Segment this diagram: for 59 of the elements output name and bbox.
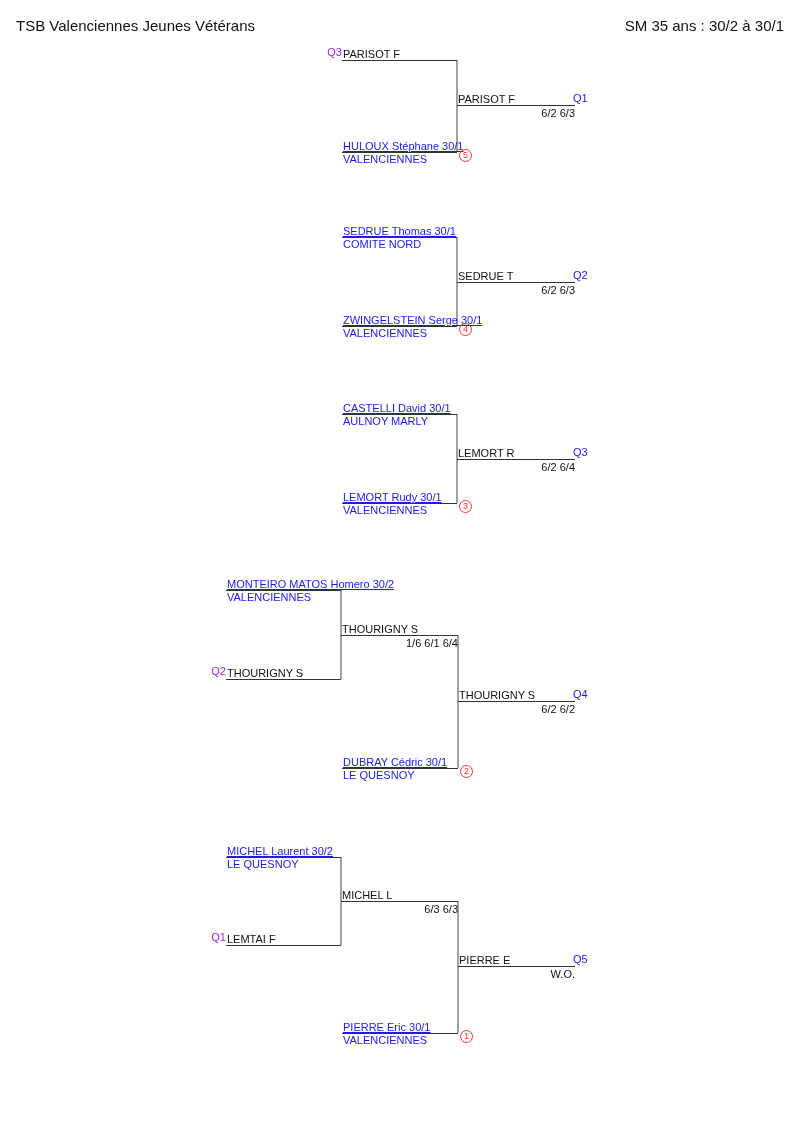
player-name-link: CASTELLI David 30/1 <box>343 402 451 414</box>
bracket-line <box>456 281 458 327</box>
qualifier-tag: Q5 <box>573 953 588 965</box>
player-name: MICHEL L <box>342 889 393 901</box>
qualifier-tag: Q1 <box>211 931 226 943</box>
player-name: SEDRUE T <box>458 270 514 282</box>
player-name: THOURIGNY S <box>227 667 304 679</box>
club-name: VALENCIENNES <box>343 327 428 339</box>
match-score: W.O. <box>550 968 575 980</box>
bracket-line <box>457 634 459 702</box>
player-name-link: HULOUX Stéphane 30/1 <box>343 140 464 152</box>
qualifier-tag: Q3 <box>573 446 588 458</box>
player-name-link: SEDRUE Thomas 30/1 <box>343 225 456 237</box>
player-name: THOURIGNY S <box>459 689 536 701</box>
match-score: 1/6 6/1 6/4 <box>406 637 458 649</box>
player-name-link: ZWINGELSTEIN Serge 30/1 <box>343 314 483 326</box>
category-heading: SM 35 ans : 30/2 à 30/1 <box>624 17 784 35</box>
bracket-line <box>457 700 459 769</box>
club-name: VALENCIENNES <box>343 504 428 516</box>
match-score: 6/2 6/3 <box>541 284 575 296</box>
bracket-line <box>456 59 458 106</box>
match-score: 6/3 6/3 <box>424 903 458 915</box>
player-name: LEMORT R <box>458 447 515 459</box>
bracket-line <box>340 589 342 636</box>
bracket-line <box>456 236 458 283</box>
player-name-link: PIERRE Eric 30/1 <box>343 1021 431 1033</box>
bracket-line <box>340 900 342 946</box>
club-name: LE QUESNOY <box>343 769 415 781</box>
player-name: LEMTAI F <box>227 933 276 945</box>
match-score: 6/2 6/3 <box>541 107 575 119</box>
player-name: PARISOT F <box>343 48 401 60</box>
player-name-link: MONTEIRO MATOS Homero 30/2 <box>227 578 395 590</box>
bracket-line <box>457 965 459 1034</box>
player-name-link: LEMORT Rudy 30/1 <box>343 491 442 503</box>
club-name: AULNOY MARLY <box>343 415 429 427</box>
match-score: 6/2 6/2 <box>541 703 575 715</box>
bracket-line <box>456 104 458 153</box>
qualifier-tag: Q2 <box>211 665 226 677</box>
match-score: 6/2 6/4 <box>541 461 575 473</box>
player-name: PARISOT F <box>458 93 516 105</box>
bracket-line <box>456 413 458 460</box>
player-name-link: MICHEL Laurent 30/2 <box>227 845 333 857</box>
club-name: VALENCIENNES <box>343 153 428 165</box>
bracket-line <box>456 458 458 504</box>
club-name: VALENCIENNES <box>227 591 312 603</box>
club-name: COMITE NORD <box>343 238 422 250</box>
bracket-line <box>340 856 342 902</box>
bracket-line <box>457 900 459 967</box>
player-name: PIERRE E <box>459 954 511 966</box>
qualifier-tag: Q1 <box>573 92 588 104</box>
club-name: VALENCIENNES <box>343 1034 428 1046</box>
player-name: THOURIGNY S <box>342 623 419 635</box>
qualifier-tag: Q4 <box>573 688 588 700</box>
bracket-line <box>340 634 342 680</box>
player-name-link: DUBRAY Cédric 30/1 <box>343 756 448 768</box>
page-title: TSB Valenciennes Jeunes Vétérans <box>16 17 256 35</box>
qualifier-tag: Q3 <box>327 46 342 58</box>
qualifier-tag: Q2 <box>573 269 588 281</box>
club-name: LE QUESNOY <box>227 858 299 870</box>
